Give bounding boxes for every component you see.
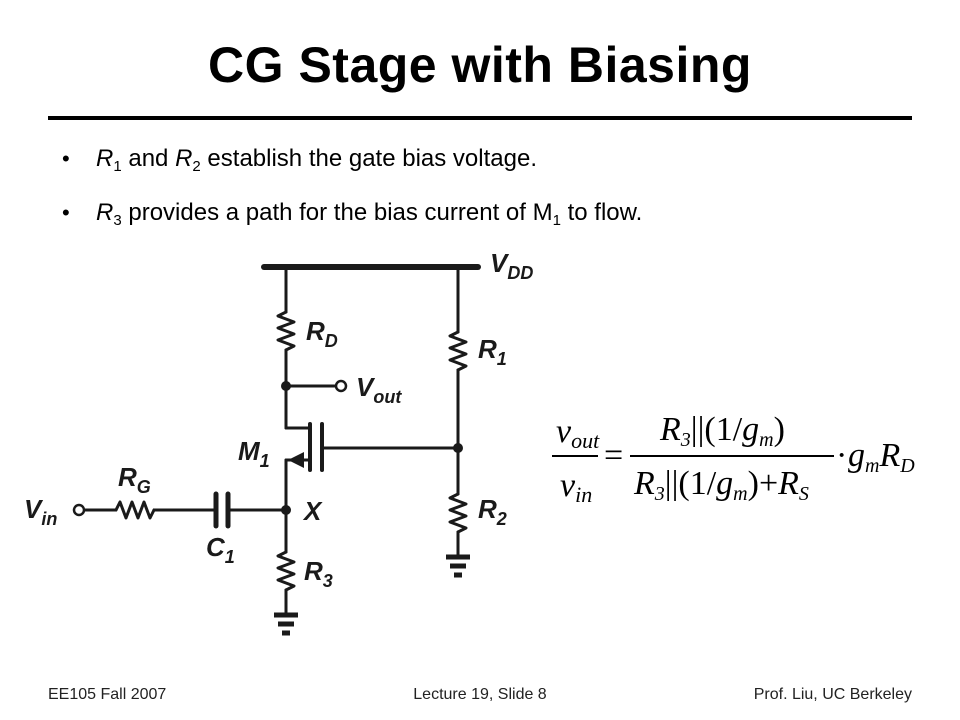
node-dot [281, 505, 291, 515]
rd-label: RD [306, 316, 338, 351]
resistor-r1 [448, 330, 468, 372]
resistor-rd [276, 310, 296, 352]
bullet-item: • R3 provides a path for the bias current… [62, 190, 642, 244]
footer-author: Prof. Liu, UC Berkeley [753, 686, 912, 703]
c1-label: C1 [206, 532, 235, 567]
r1-label: R1 [478, 334, 507, 369]
mosfet-arrow [288, 452, 304, 468]
eq-rhs-numerator: R3||(1/gm) [659, 411, 785, 451]
node-dot [453, 443, 463, 453]
resistor-rg [114, 500, 156, 520]
bullet-text: provides a path for the bias current of … [121, 199, 553, 226]
bullet-text: R [96, 145, 114, 172]
subscript: 1 [113, 158, 122, 175]
eq-dot: · [836, 437, 847, 474]
resistor-r2 [448, 492, 468, 534]
eq-tail-gm-rd: gmRD [848, 437, 915, 477]
node-x-label: X [302, 496, 323, 526]
subscript: 1 [552, 212, 561, 229]
slide-title: CG Stage with Biasing [208, 37, 752, 93]
vout-terminal [334, 379, 348, 393]
subscript: 2 [192, 158, 201, 175]
bullet-item: •R1 and R2 establish the gate bias volta… [62, 136, 642, 190]
gain-equation: vout vin = R3||(1/gm) R3||(1/gm)+RS · gm… [552, 411, 915, 507]
eq-equals: = [604, 437, 623, 474]
bullet-text: establish the gate bias voltage. [200, 145, 537, 172]
bullet-text: R [96, 199, 114, 226]
bullet-text: and [121, 145, 176, 172]
subscript: 3 [113, 212, 122, 229]
resistor-r3 [276, 550, 296, 592]
r2-label: R2 [478, 494, 507, 529]
bullet-text: to flow. [560, 199, 643, 226]
title-underline [48, 116, 912, 120]
eq-lhs-denominator: vin [560, 467, 592, 507]
bullet-text: R [175, 145, 193, 172]
eq-lhs-numerator: vout [556, 413, 600, 453]
vin-label: Vin [24, 494, 57, 529]
bullet-dot: • [62, 200, 70, 225]
eq-rhs-denominator: R3||(1/gm)+RS [633, 465, 809, 505]
rg-label: RG [118, 462, 151, 497]
m1-label: M1 [238, 436, 270, 471]
bullet-dot: • [62, 146, 70, 171]
vdd-label: VDD [490, 248, 533, 283]
node-dot [281, 381, 291, 391]
vout-label: Vout [356, 372, 402, 407]
r3-label: R3 [304, 556, 333, 591]
footer-slide-number: Lecture 19, Slide 8 [413, 686, 547, 703]
vin-terminal [72, 503, 86, 517]
footer-course: EE105 Fall 2007 [48, 686, 167, 703]
bullet-list: •R1 and R2 establish the gate bias volta… [62, 136, 642, 244]
